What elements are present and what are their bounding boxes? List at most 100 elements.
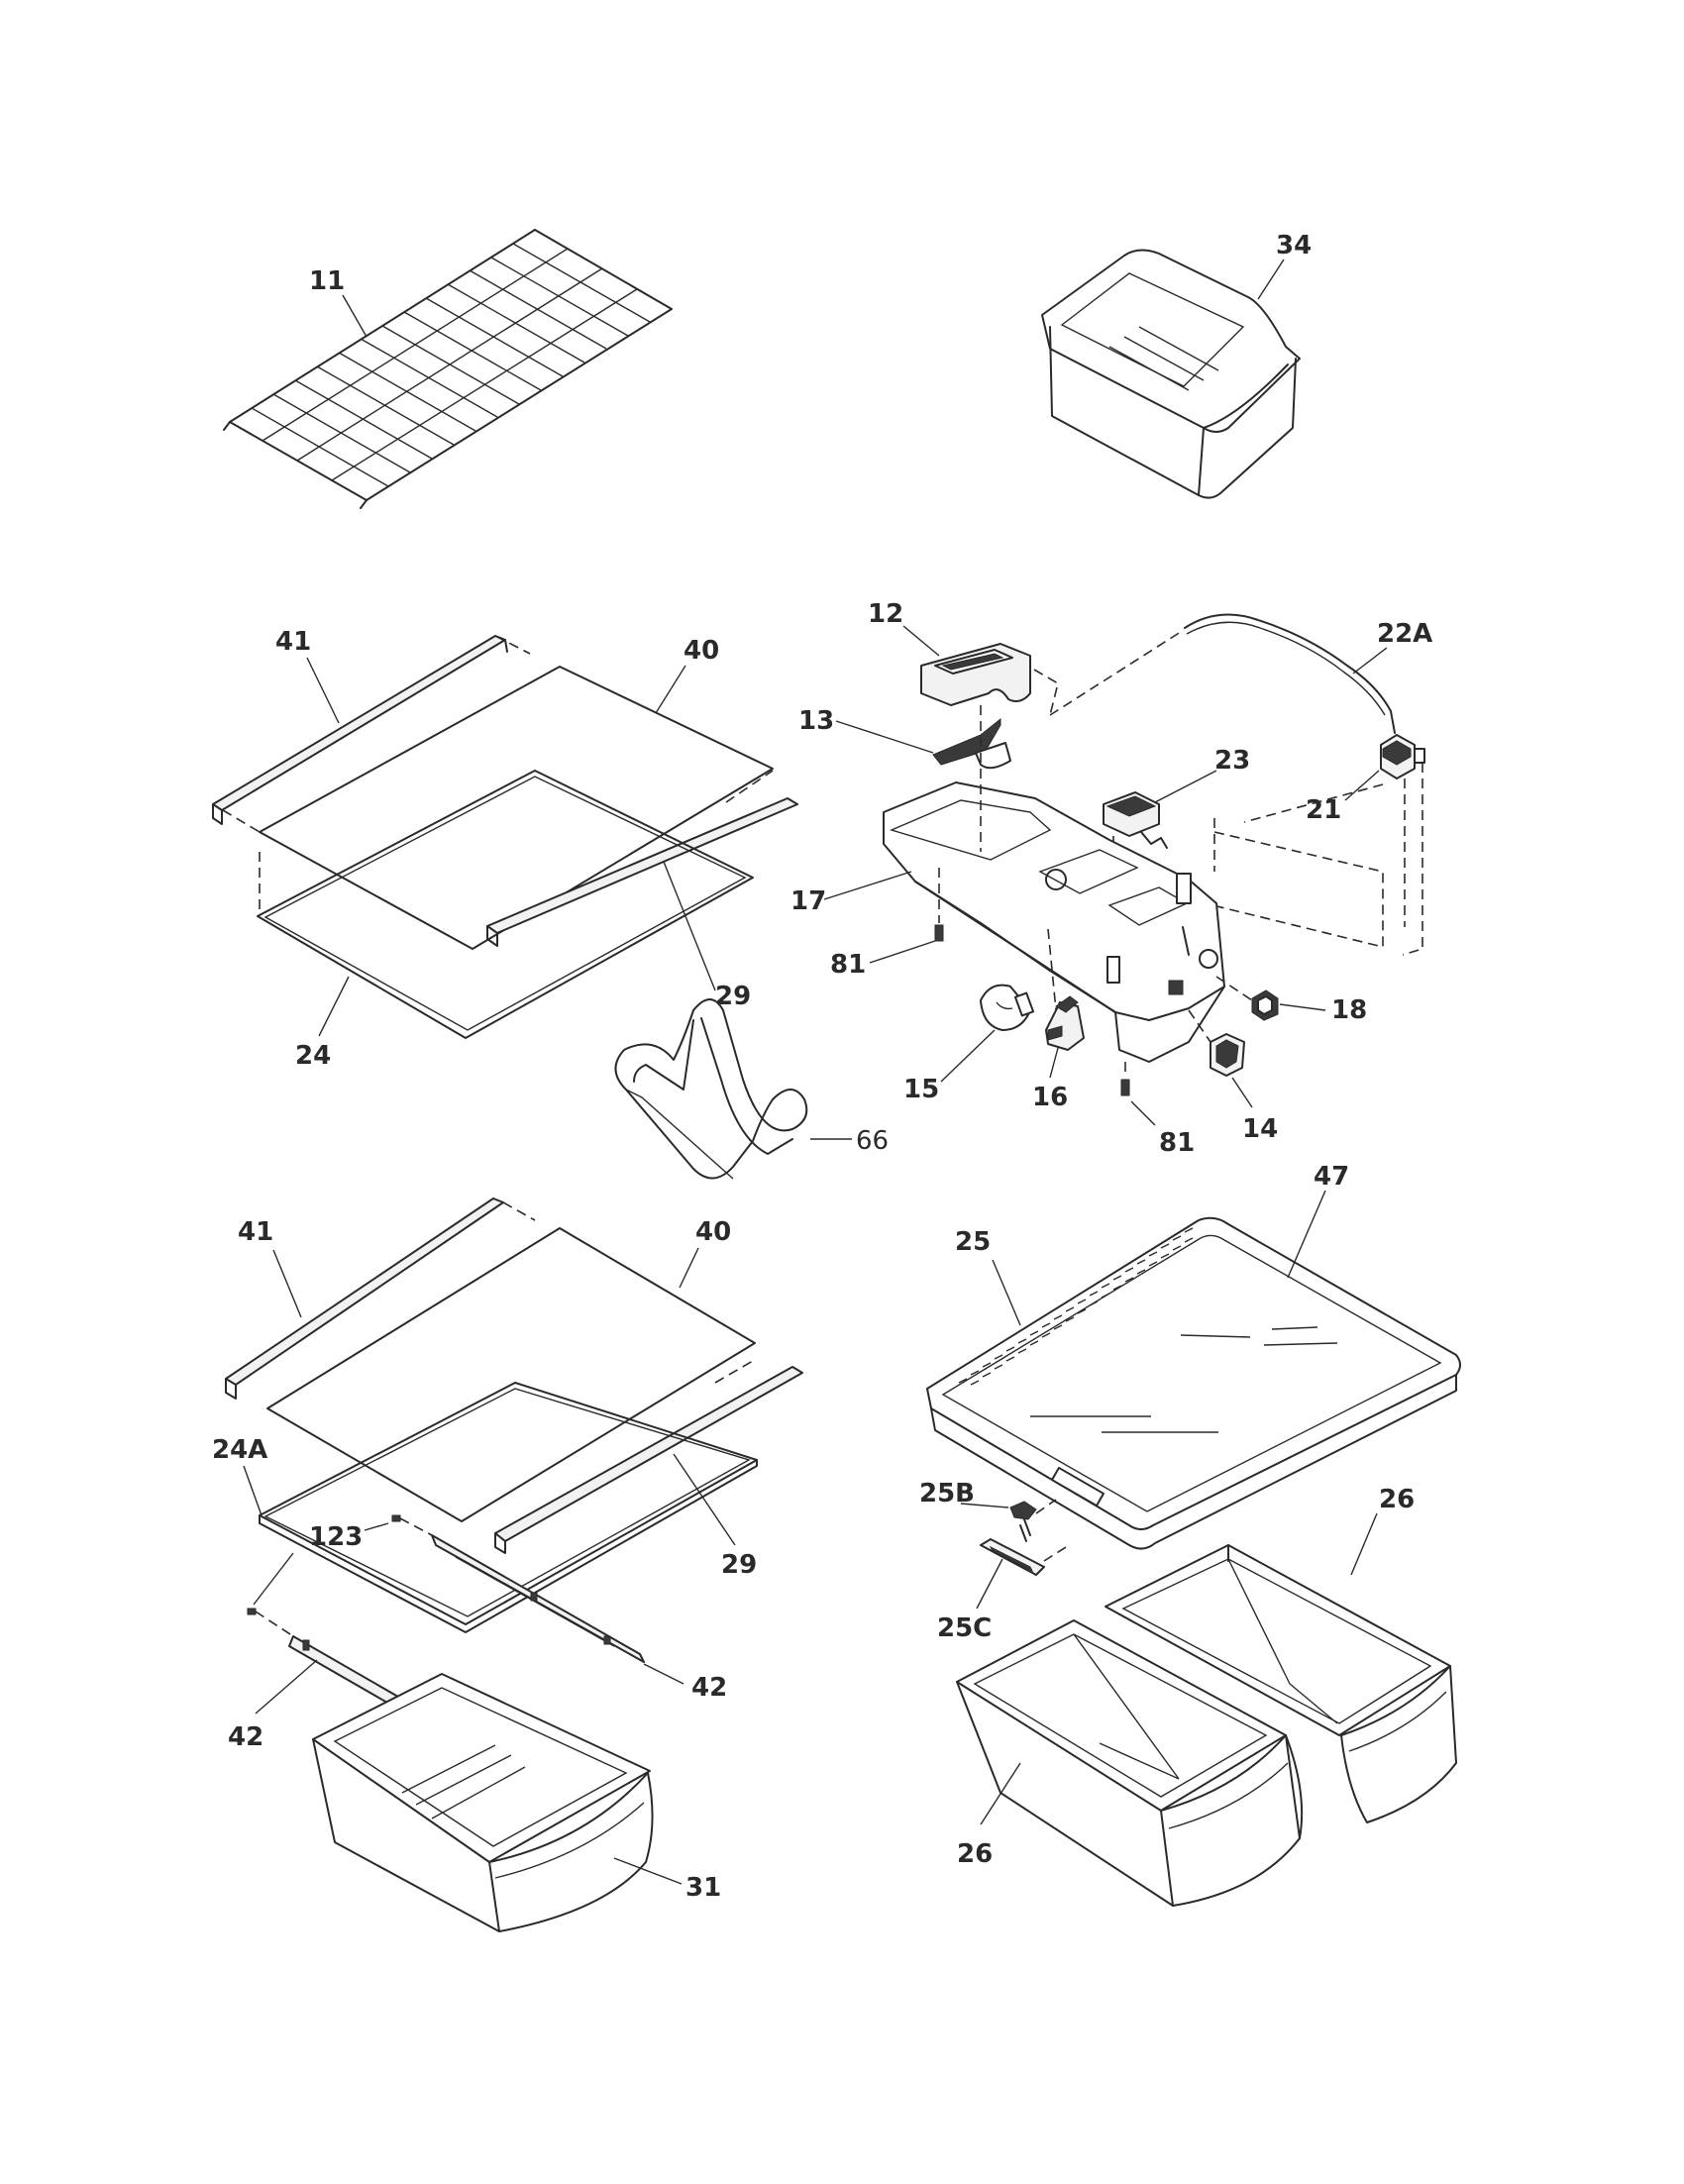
part-21-connector — [1380, 734, 1425, 780]
label-24A: 24A — [212, 1435, 267, 1465]
part-41-shelf-trim-upper — [212, 635, 508, 825]
label-18: 18 — [1331, 995, 1367, 1025]
leader-29-lower — [673, 1453, 736, 1546]
part-13-light-shield — [932, 717, 1011, 770]
part-81-screw-right — [1120, 1062, 1130, 1096]
leader-17 — [823, 871, 912, 900]
part-31-drawer — [312, 1673, 654, 1932]
part-14-light-switch — [1188, 1009, 1245, 1077]
leader-24 — [318, 976, 350, 1037]
part-15-light-bulb — [980, 984, 1035, 1031]
part-66-wire-rack — [614, 998, 808, 1180]
label-41-lower: 41 — [238, 1217, 273, 1247]
label-14: 14 — [1242, 1114, 1278, 1144]
label-11: 11 — [309, 266, 345, 296]
label-66: 66 — [856, 1126, 889, 1156]
dash-upper-2 — [494, 635, 531, 655]
leader-34 — [1257, 259, 1285, 300]
label-16: 16 — [1032, 1083, 1068, 1112]
dash-23 — [1188, 818, 1384, 949]
leader-11 — [342, 294, 368, 338]
part-81-screw-left — [934, 868, 944, 942]
label-25: 25 — [955, 1227, 991, 1257]
label-123: 123 — [309, 1522, 363, 1552]
leader-26-right — [1350, 1512, 1378, 1576]
part-12-light-cover — [920, 643, 1031, 706]
part-22A-wire-harness — [1184, 613, 1396, 734]
leader-23 — [1154, 770, 1217, 803]
label-34: 34 — [1276, 231, 1312, 260]
leader-21 — [1344, 770, 1380, 801]
part-123-screws — [247, 1514, 433, 1637]
part-29-shelf-trim-lower — [494, 1366, 803, 1554]
leader-12 — [902, 625, 940, 657]
part-17-light-housing — [883, 705, 1225, 1063]
leader-47 — [1287, 1190, 1326, 1279]
label-81-left: 81 — [830, 950, 866, 980]
leader-26-left — [980, 1762, 1021, 1825]
label-23: 23 — [1214, 746, 1250, 776]
label-26-right: 26 — [1379, 1485, 1415, 1514]
leader-22A — [1352, 647, 1388, 675]
part-25C-slide-control — [980, 1538, 1067, 1576]
leader-25B — [960, 1503, 1009, 1508]
label-17: 17 — [790, 886, 826, 916]
leader-15 — [940, 1029, 996, 1083]
leader-14 — [1231, 1077, 1253, 1108]
leader-41-upper — [306, 657, 340, 724]
leader-123-b — [253, 1552, 294, 1606]
leader-81-left — [869, 940, 936, 964]
label-42-right: 42 — [691, 1673, 727, 1703]
leader-24A — [243, 1465, 263, 1516]
leader-123-a — [364, 1522, 389, 1531]
label-24: 24 — [295, 1041, 331, 1071]
label-40-upper: 40 — [684, 636, 719, 666]
part-34-bin — [1041, 249, 1301, 499]
label-81-right: 81 — [1159, 1128, 1195, 1158]
label-15: 15 — [903, 1075, 939, 1104]
dash-21b — [1243, 783, 1384, 823]
label-21: 21 — [1306, 795, 1341, 825]
leader-13 — [835, 720, 934, 754]
leader-16 — [1049, 1047, 1059, 1079]
label-40-lower: 40 — [695, 1217, 731, 1247]
part-42-slide-rail-right — [431, 1534, 645, 1663]
leader-41-lower — [272, 1249, 302, 1318]
part-40-glass-upper — [259, 666, 774, 950]
leader-18 — [1279, 1003, 1326, 1011]
dash-21 — [1402, 763, 1423, 956]
label-13: 13 — [798, 706, 834, 736]
label-25C: 25C — [937, 1613, 992, 1643]
dash-lower-2 — [714, 1360, 754, 1384]
label-42-left: 42 — [228, 1722, 263, 1752]
label-29-lower: 29 — [721, 1550, 757, 1580]
leader-42-right — [643, 1663, 684, 1685]
dash-12 — [1033, 669, 1059, 716]
dash-upper-3 — [725, 770, 774, 803]
part-18-knob — [1215, 976, 1279, 1021]
leader-40-lower — [679, 1247, 699, 1289]
part-47-crisper-glass — [1030, 1326, 1338, 1433]
label-25B: 25B — [919, 1479, 975, 1508]
leader-29-upper — [663, 861, 716, 991]
label-12: 12 — [868, 599, 903, 629]
part-11-wire-shelf — [223, 229, 673, 509]
part-26-crisper-drawer-right — [1105, 1544, 1457, 1823]
part-25B-humidity-control — [1009, 1499, 1057, 1542]
leader-31 — [613, 1857, 683, 1885]
part-26-crisper-drawer-left — [956, 1619, 1304, 1907]
label-41-upper: 41 — [275, 627, 311, 657]
label-31: 31 — [685, 1873, 721, 1903]
leader-40-upper — [655, 665, 686, 714]
dash-upper-1 — [222, 809, 261, 833]
part-29-shelf-trim-upper — [486, 797, 798, 947]
label-22A: 22A — [1377, 619, 1432, 649]
dash-12b — [1049, 629, 1185, 716]
part-16-lamp-socket — [1045, 995, 1085, 1051]
leader-25C — [976, 1558, 1003, 1610]
label-47: 47 — [1314, 1162, 1349, 1192]
label-26-left: 26 — [957, 1839, 993, 1869]
leader-81-right — [1130, 1100, 1156, 1126]
dash-lower-1 — [502, 1201, 536, 1221]
